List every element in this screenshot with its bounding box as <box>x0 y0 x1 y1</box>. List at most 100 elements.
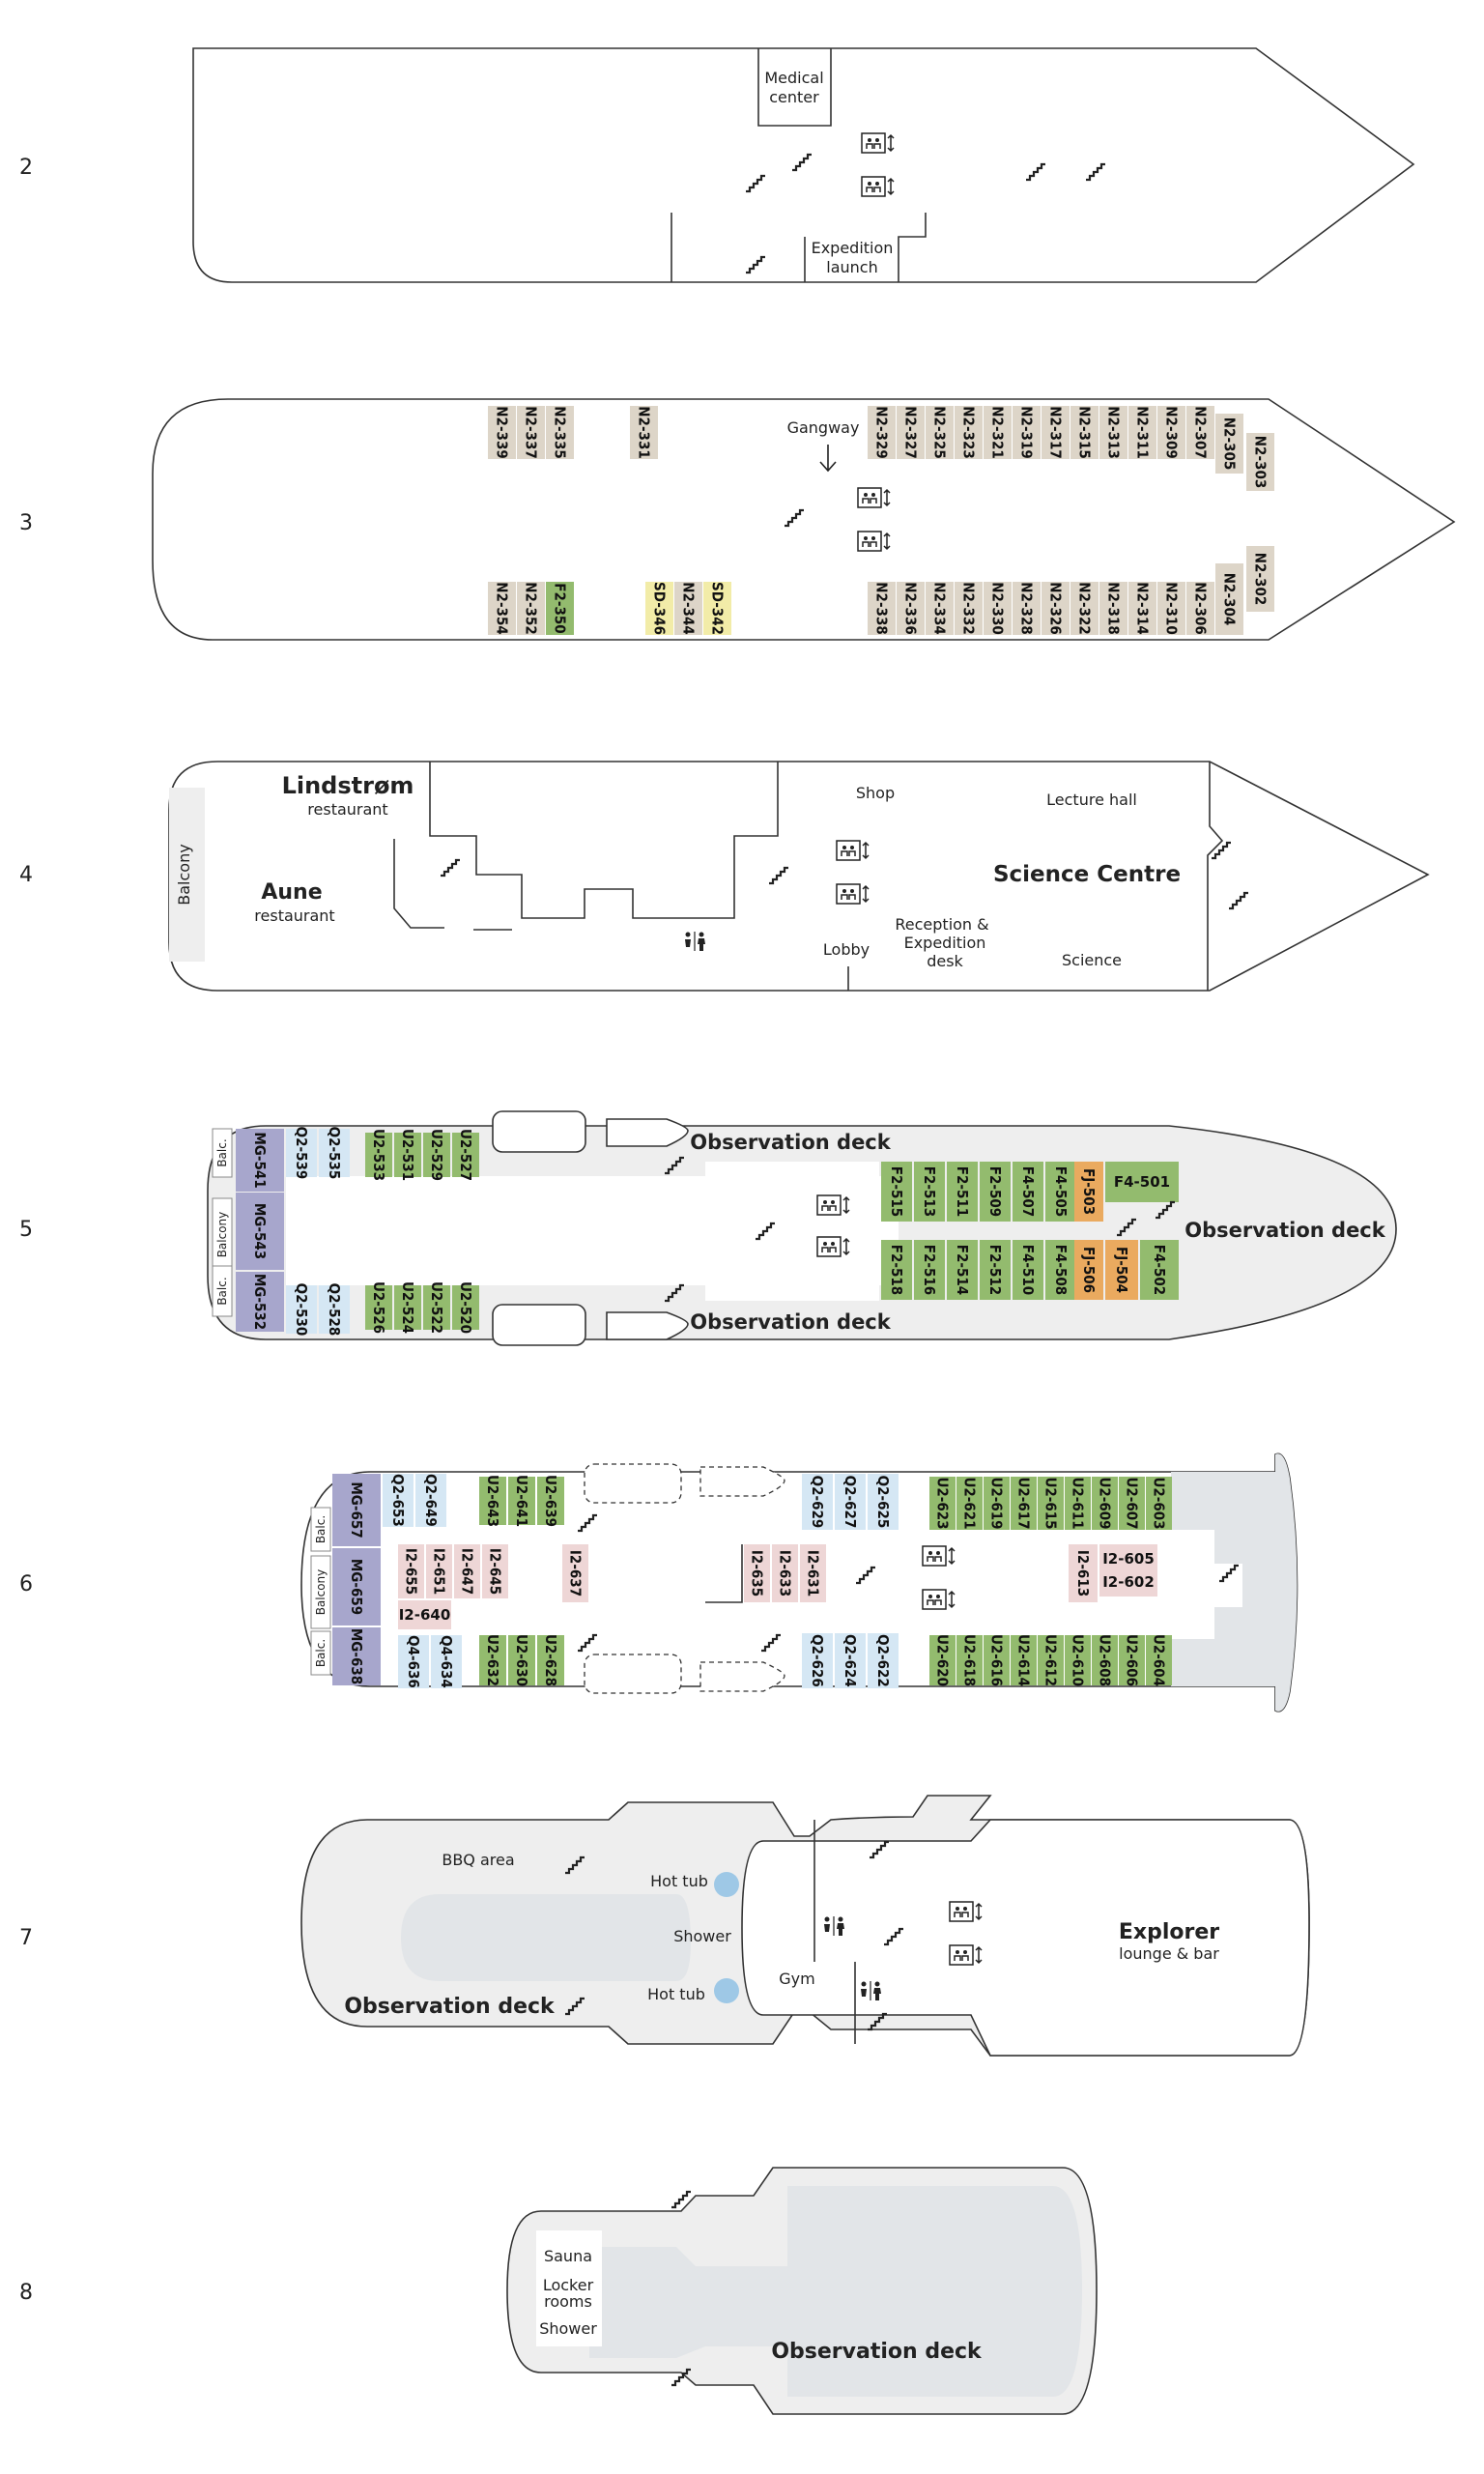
cabin[interactable]: N2-309 <box>1157 406 1185 459</box>
cabin[interactable]: F2-512 <box>980 1240 1011 1300</box>
cabin[interactable]: N2-310 <box>1157 582 1185 635</box>
cabin[interactable]: N2-314 <box>1128 582 1156 635</box>
cabin[interactable]: U2-628 <box>537 1634 564 1686</box>
cabin[interactable]: F2-515 <box>881 1162 912 1222</box>
cabin[interactable]: U2-619 <box>984 1477 1010 1530</box>
cabin[interactable]: F4-508 <box>1045 1240 1076 1300</box>
cabin[interactable]: N2-322 <box>1070 582 1099 635</box>
cabin[interactable]: F2-513 <box>914 1162 945 1222</box>
cabin[interactable]: N2-317 <box>1042 406 1070 459</box>
cabin[interactable]: U2-606 <box>1119 1634 1145 1686</box>
cabin[interactable]: U2-618 <box>956 1634 983 1686</box>
cabin[interactable]: U2-643 <box>479 1475 506 1527</box>
cabin[interactable]: N2-338 <box>868 582 896 635</box>
cabin[interactable]: I2-602 <box>1099 1568 1157 1597</box>
cabin[interactable]: N2-311 <box>1128 406 1156 459</box>
cabin[interactable]: Q2-649 <box>415 1474 446 1527</box>
cabin[interactable]: U2-526 <box>365 1281 392 1334</box>
cabin[interactable]: Q2-535 <box>319 1127 350 1180</box>
cabin[interactable]: Q2-626 <box>802 1633 833 1688</box>
cabin[interactable]: U2-609 <box>1092 1477 1118 1530</box>
cabin[interactable]: F2-514 <box>947 1240 978 1300</box>
cabin[interactable]: N2-306 <box>1186 582 1214 635</box>
cabin[interactable]: I2-613 <box>1069 1544 1098 1602</box>
cabin[interactable]: Q2-528 <box>319 1283 350 1337</box>
cabin[interactable]: U2-630 <box>508 1634 535 1686</box>
cabin[interactable]: MG-532 <box>236 1272 284 1332</box>
cabin[interactable]: F2-509 <box>980 1162 1011 1222</box>
cabin[interactable]: U2-527 <box>452 1129 479 1181</box>
cabin[interactable]: N2-323 <box>955 406 983 459</box>
cabin[interactable]: F4-505 <box>1045 1162 1076 1222</box>
cabin[interactable]: U2-529 <box>423 1129 450 1181</box>
cabin[interactable]: I2-637 <box>562 1544 588 1602</box>
cabin[interactable]: N2-315 <box>1070 406 1099 459</box>
cabin[interactable]: N2-352 <box>517 582 545 635</box>
cabin[interactable]: I2-645 <box>482 1544 508 1598</box>
cabin[interactable]: Q2-530 <box>286 1283 317 1337</box>
cabin[interactable]: N2-329 <box>868 406 896 459</box>
cabin[interactable]: U2-533 <box>365 1129 392 1181</box>
cabin[interactable]: N2-336 <box>897 582 925 635</box>
cabin[interactable]: I2-633 <box>772 1544 798 1602</box>
cabin[interactable]: F2-516 <box>914 1240 945 1300</box>
cabin[interactable]: U2-641 <box>508 1475 535 1527</box>
cabin[interactable]: U2-632 <box>479 1634 506 1686</box>
cabin[interactable]: Q2-629 <box>802 1474 833 1530</box>
cabin[interactable]: U2-614 <box>1011 1634 1037 1686</box>
cabin[interactable]: U2-616 <box>984 1634 1010 1686</box>
cabin[interactable]: MG-659 <box>332 1548 381 1625</box>
cabin[interactable]: Q2-625 <box>868 1474 899 1530</box>
cabin[interactable]: U2-604 <box>1146 1634 1172 1686</box>
cabin[interactable]: SD-342 <box>703 582 731 635</box>
cabin[interactable]: U2-617 <box>1011 1477 1037 1530</box>
cabin[interactable]: N2-331 <box>630 406 658 459</box>
cabin[interactable]: N2-334 <box>926 582 954 635</box>
cabin[interactable]: Q2-622 <box>868 1633 899 1688</box>
cabin[interactable]: N2-313 <box>1099 406 1127 459</box>
cabin[interactable]: Q2-624 <box>835 1633 866 1688</box>
cabin[interactable]: Q4-634 <box>431 1635 462 1688</box>
cabin[interactable]: Q4-636 <box>398 1635 429 1688</box>
cabin[interactable]: N2-339 <box>488 406 516 459</box>
cabin[interactable]: I2-647 <box>454 1544 480 1598</box>
cabin[interactable]: N2-307 <box>1186 406 1214 459</box>
cabin[interactable]: N2-354 <box>488 582 516 635</box>
cabin[interactable]: U2-639 <box>537 1475 564 1527</box>
cabin[interactable]: FJ-504 <box>1105 1240 1138 1300</box>
cabin[interactable]: U2-608 <box>1092 1634 1118 1686</box>
cabin[interactable]: U2-610 <box>1065 1634 1091 1686</box>
cabin[interactable]: N2-335 <box>546 406 574 459</box>
cabin[interactable]: N2-304 <box>1215 563 1243 635</box>
cabin[interactable]: N2-344 <box>674 582 702 635</box>
cabin[interactable]: N2-337 <box>517 406 545 459</box>
cabin[interactable]: N2-328 <box>1013 582 1041 635</box>
cabin[interactable]: SD-346 <box>645 582 673 635</box>
cabin[interactable]: FJ-503 <box>1074 1162 1103 1222</box>
cabin[interactable]: U2-620 <box>929 1634 956 1686</box>
cabin[interactable]: F2-350 <box>546 582 574 635</box>
cabin[interactable]: N2-318 <box>1099 582 1127 635</box>
cabin[interactable]: F2-511 <box>947 1162 978 1222</box>
cabin[interactable]: N2-305 <box>1215 414 1243 474</box>
cabin[interactable]: N2-330 <box>984 582 1012 635</box>
cabin[interactable]: N2-303 <box>1246 433 1274 491</box>
cabin[interactable]: FJ-506 <box>1074 1240 1103 1300</box>
cabin[interactable]: I2-631 <box>800 1544 826 1602</box>
cabin[interactable]: I2-655 <box>398 1544 424 1598</box>
cabin[interactable]: U2-531 <box>394 1129 421 1181</box>
cabin[interactable]: F4-501 <box>1105 1162 1179 1202</box>
cabin[interactable]: N2-326 <box>1042 582 1070 635</box>
cabin[interactable]: I2-635 <box>744 1544 770 1602</box>
cabin[interactable]: F4-510 <box>1013 1240 1043 1300</box>
cabin[interactable]: Q2-653 <box>383 1474 414 1527</box>
cabin[interactable]: F4-502 <box>1140 1240 1179 1300</box>
cabin[interactable]: U2-607 <box>1119 1477 1145 1530</box>
cabin[interactable]: N2-325 <box>926 406 954 459</box>
cabin[interactable]: MG-543 <box>236 1193 284 1270</box>
cabin[interactable]: MG-657 <box>332 1474 381 1546</box>
cabin[interactable]: MG-541 <box>236 1129 284 1192</box>
cabin[interactable]: U2-621 <box>956 1477 983 1530</box>
cabin[interactable]: Q2-539 <box>286 1127 317 1180</box>
cabin[interactable]: N2-327 <box>897 406 925 459</box>
